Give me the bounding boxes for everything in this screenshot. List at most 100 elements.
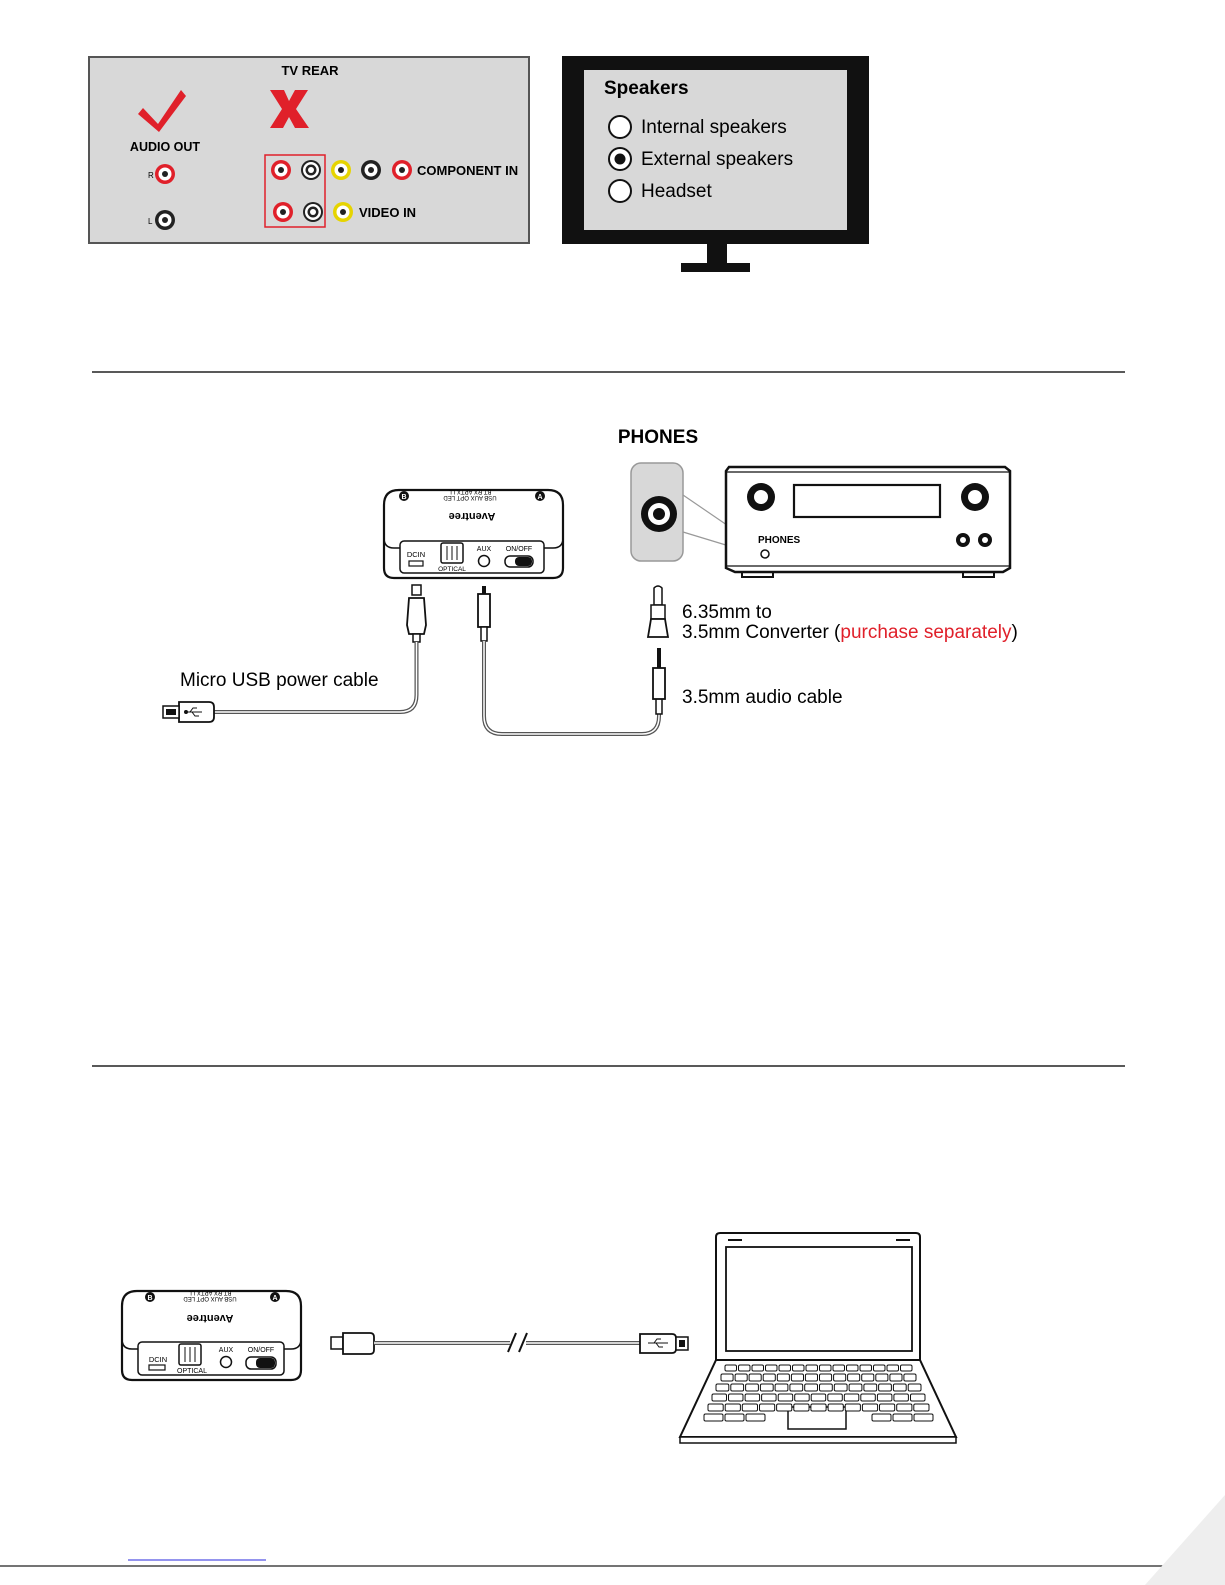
keyboard-key (805, 1364, 818, 1372)
keyboard-key (903, 1373, 917, 1382)
badge-a: A (272, 1295, 277, 1302)
laptop-screen (725, 1246, 913, 1352)
keyboard-key (707, 1403, 724, 1412)
brand-logo: Aventree (187, 1312, 234, 1324)
usb-icon (648, 1338, 668, 1348)
option-external-speakers: External speakers (608, 147, 793, 171)
video-in-label: VIDEO IN (359, 205, 416, 220)
dcin-port (148, 1364, 166, 1371)
option-headset: Headset (608, 179, 712, 203)
keyboard-key (748, 1373, 762, 1382)
micro-usb-cable (162, 584, 427, 723)
keyboard-key (827, 1403, 844, 1412)
laptop (678, 1232, 958, 1444)
keyboard-key (724, 1364, 737, 1372)
badge-a: A (537, 494, 542, 501)
keyboard-key (810, 1403, 827, 1412)
keyboard-key (876, 1393, 893, 1402)
keyboard-key (844, 1403, 861, 1412)
speakers-title: Speakers (604, 78, 689, 99)
brand-logo: Aventree (449, 510, 496, 522)
phones-title: PHONES (618, 427, 698, 448)
video-yellow-jack (333, 202, 353, 222)
keyboard-key (846, 1364, 859, 1372)
r-label: R (148, 171, 154, 180)
keyboard-key (762, 1373, 776, 1382)
aux-port (219, 1355, 233, 1369)
keyboard-key (861, 1403, 879, 1412)
bluetooth-transmitter: Aventree USB AUX OPT LED BT RX APTX LL B… (120, 1289, 303, 1382)
keyboard-key (730, 1383, 745, 1392)
laptop-connection-diagram: Aventree USB AUX OPT LED BT RX APTX LL B… (120, 1232, 958, 1444)
keyboard-key (759, 1403, 776, 1412)
keyboard-key (738, 1364, 751, 1372)
keyboard-key (859, 1364, 872, 1372)
keyboard-key (878, 1383, 892, 1392)
check-icon (138, 90, 186, 132)
receiver-connection-diagram: PHONES PHONES (162, 427, 1018, 736)
keyboard-key (819, 1364, 832, 1372)
keyboard-key (724, 1403, 741, 1412)
keyboard-key (907, 1383, 922, 1392)
keyboard-key (790, 1373, 805, 1382)
keyboard-key (893, 1393, 909, 1402)
tv-settings-screen: Speakers Internal speakers External spea… (562, 56, 869, 272)
keyboard-key (720, 1373, 734, 1382)
keyboard-key (827, 1393, 843, 1402)
top-code-2: BT RX APTX LL (188, 1289, 232, 1295)
converter-adapter (646, 585, 670, 638)
keyboard-key (804, 1383, 819, 1392)
dcin-port (408, 560, 424, 567)
phones-jack-callout (630, 462, 763, 562)
keyboard-key (871, 1413, 892, 1422)
keyboard-key (711, 1393, 727, 1402)
keyboard-key (843, 1393, 860, 1402)
option-internal-speakers: Internal speakers (608, 115, 787, 139)
keyboard-key (896, 1403, 913, 1412)
keyboard-key (794, 1393, 810, 1402)
keyboard-key (734, 1373, 748, 1382)
port-aux-label: AUX (477, 546, 492, 553)
keyboard-key (765, 1364, 778, 1372)
keyboard-key (703, 1413, 724, 1422)
wrong-jacks-highlight (264, 154, 326, 228)
keyboard-key (913, 1403, 930, 1412)
port-dcin-label: DCIN (149, 1355, 167, 1364)
keyboard-key (886, 1364, 899, 1372)
keyboard-key (819, 1383, 833, 1392)
keyboard-key (860, 1393, 876, 1402)
keyboard-key (832, 1364, 845, 1372)
keyboard-key (819, 1373, 833, 1382)
keyboard-key (793, 1403, 810, 1412)
tv-rear-panel: TV REAR AUDIO OUT R L COMPONENT IN VIDEO… (88, 56, 530, 244)
component-white-jack (301, 160, 321, 180)
keyboard-key (861, 1373, 875, 1382)
keyboard-key (761, 1393, 777, 1402)
converter-label-line2: 3.5mm Converter (purchase separately) (682, 622, 1018, 643)
keyboard-key (744, 1393, 761, 1402)
aux-port (477, 554, 491, 568)
keyboard-key (792, 1364, 805, 1372)
usb-cable (330, 1332, 689, 1355)
keyboard-key (789, 1383, 804, 1392)
video-white-jack (303, 202, 323, 222)
component-red-jack (271, 160, 291, 180)
usb-icon (184, 707, 202, 717)
keyboard-key (745, 1413, 766, 1422)
keyboard-key (848, 1383, 863, 1392)
port-dcin-label: DCIN (407, 550, 425, 559)
top-code-2: BT RX APTX LL (448, 488, 492, 494)
keyboard-key (776, 1373, 790, 1382)
top-code: USB AUX OPT LED (183, 1295, 237, 1301)
badge-b: B (401, 494, 406, 501)
port-optical-label: OPTICAL (438, 566, 466, 573)
keyboard-key (910, 1393, 926, 1402)
keyboard-key (879, 1403, 896, 1412)
option-label: Internal speakers (641, 117, 787, 138)
keyboard-key (889, 1373, 903, 1382)
component-red-jack-2 (392, 160, 412, 180)
audio-out-r-jack (155, 164, 175, 184)
keyboard-key (810, 1393, 827, 1402)
component-yellow-jack (331, 160, 351, 180)
option-label: External speakers (641, 149, 793, 170)
